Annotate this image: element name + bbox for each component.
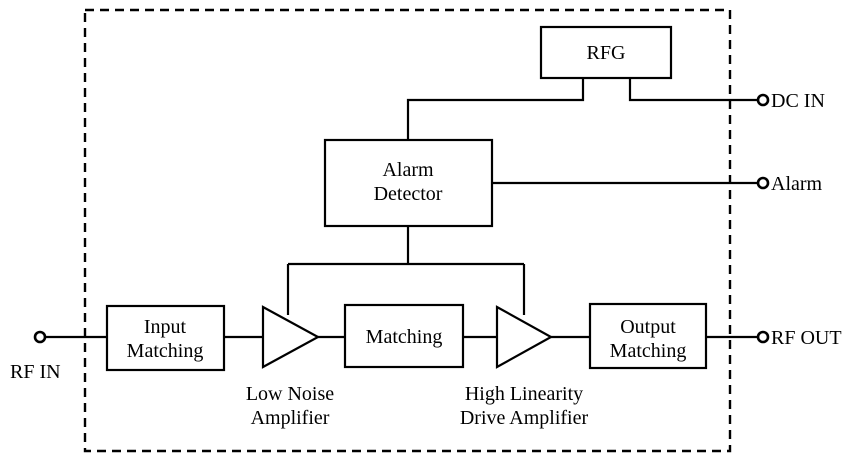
drive-amp-caption-line2: Drive Amplifier [460, 407, 589, 429]
output-matching-block [588, 302, 708, 370]
input-matching-label-line1: Input [144, 316, 187, 338]
input-matching-label-line2: Matching [127, 340, 204, 362]
low-noise-amplifier-icon [261, 305, 321, 369]
module-enclosure [83, 8, 732, 453]
alarm-detector-label-line1: Alarm [382, 159, 434, 181]
alarm-terminal-icon [756, 176, 770, 190]
drive-amplifier-icon [495, 305, 554, 369]
rf-out-label: RF OUT [771, 327, 842, 349]
drive-amp-caption-line1: High Linearity [465, 383, 583, 405]
output-matching-label-line1: Output [620, 316, 676, 338]
rfg-label: RFG [587, 42, 626, 64]
dc-in-label: DC IN [771, 90, 825, 112]
rf-in-label: RF IN [10, 361, 61, 383]
output-matching-label-line2: Matching [610, 340, 687, 362]
rf-in-terminal-icon [33, 330, 47, 344]
matching-label: Matching [366, 326, 443, 348]
rf-out-terminal-icon [756, 330, 770, 344]
rfg-block [539, 25, 673, 80]
connection-wires [45, 78, 758, 339]
dc-in-terminal-icon [756, 93, 770, 107]
input-matching-block [105, 304, 226, 372]
lna-caption-line1: Low Noise [246, 383, 334, 405]
alarm-detector-label-line2: Detector [374, 183, 443, 205]
alarm-detector-block [323, 138, 494, 228]
lna-caption-line2: Amplifier [251, 407, 330, 429]
alarm-port-label: Alarm [771, 173, 823, 195]
matching-block [343, 303, 465, 369]
